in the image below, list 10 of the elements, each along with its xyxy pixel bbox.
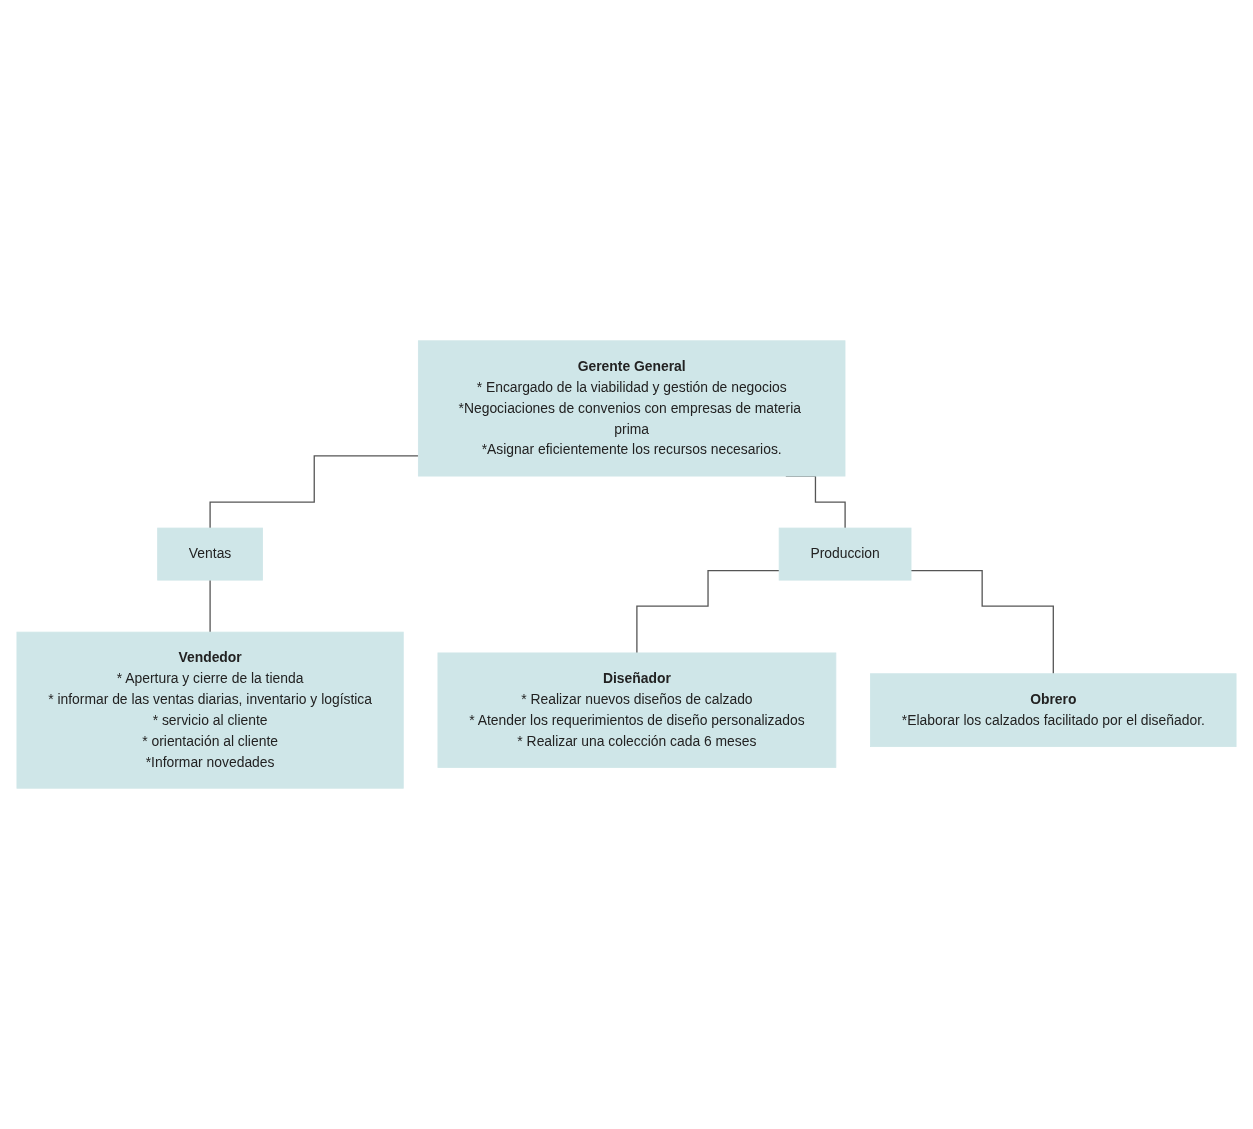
node-box bbox=[778, 527, 912, 581]
node-box bbox=[437, 652, 837, 768]
connector bbox=[636, 569, 780, 654]
connector bbox=[910, 569, 1054, 675]
connector bbox=[209, 579, 211, 633]
node-box bbox=[157, 527, 263, 581]
connector bbox=[209, 455, 420, 529]
node-box bbox=[417, 340, 846, 477]
node-box bbox=[870, 673, 1237, 748]
node-box bbox=[16, 631, 404, 789]
